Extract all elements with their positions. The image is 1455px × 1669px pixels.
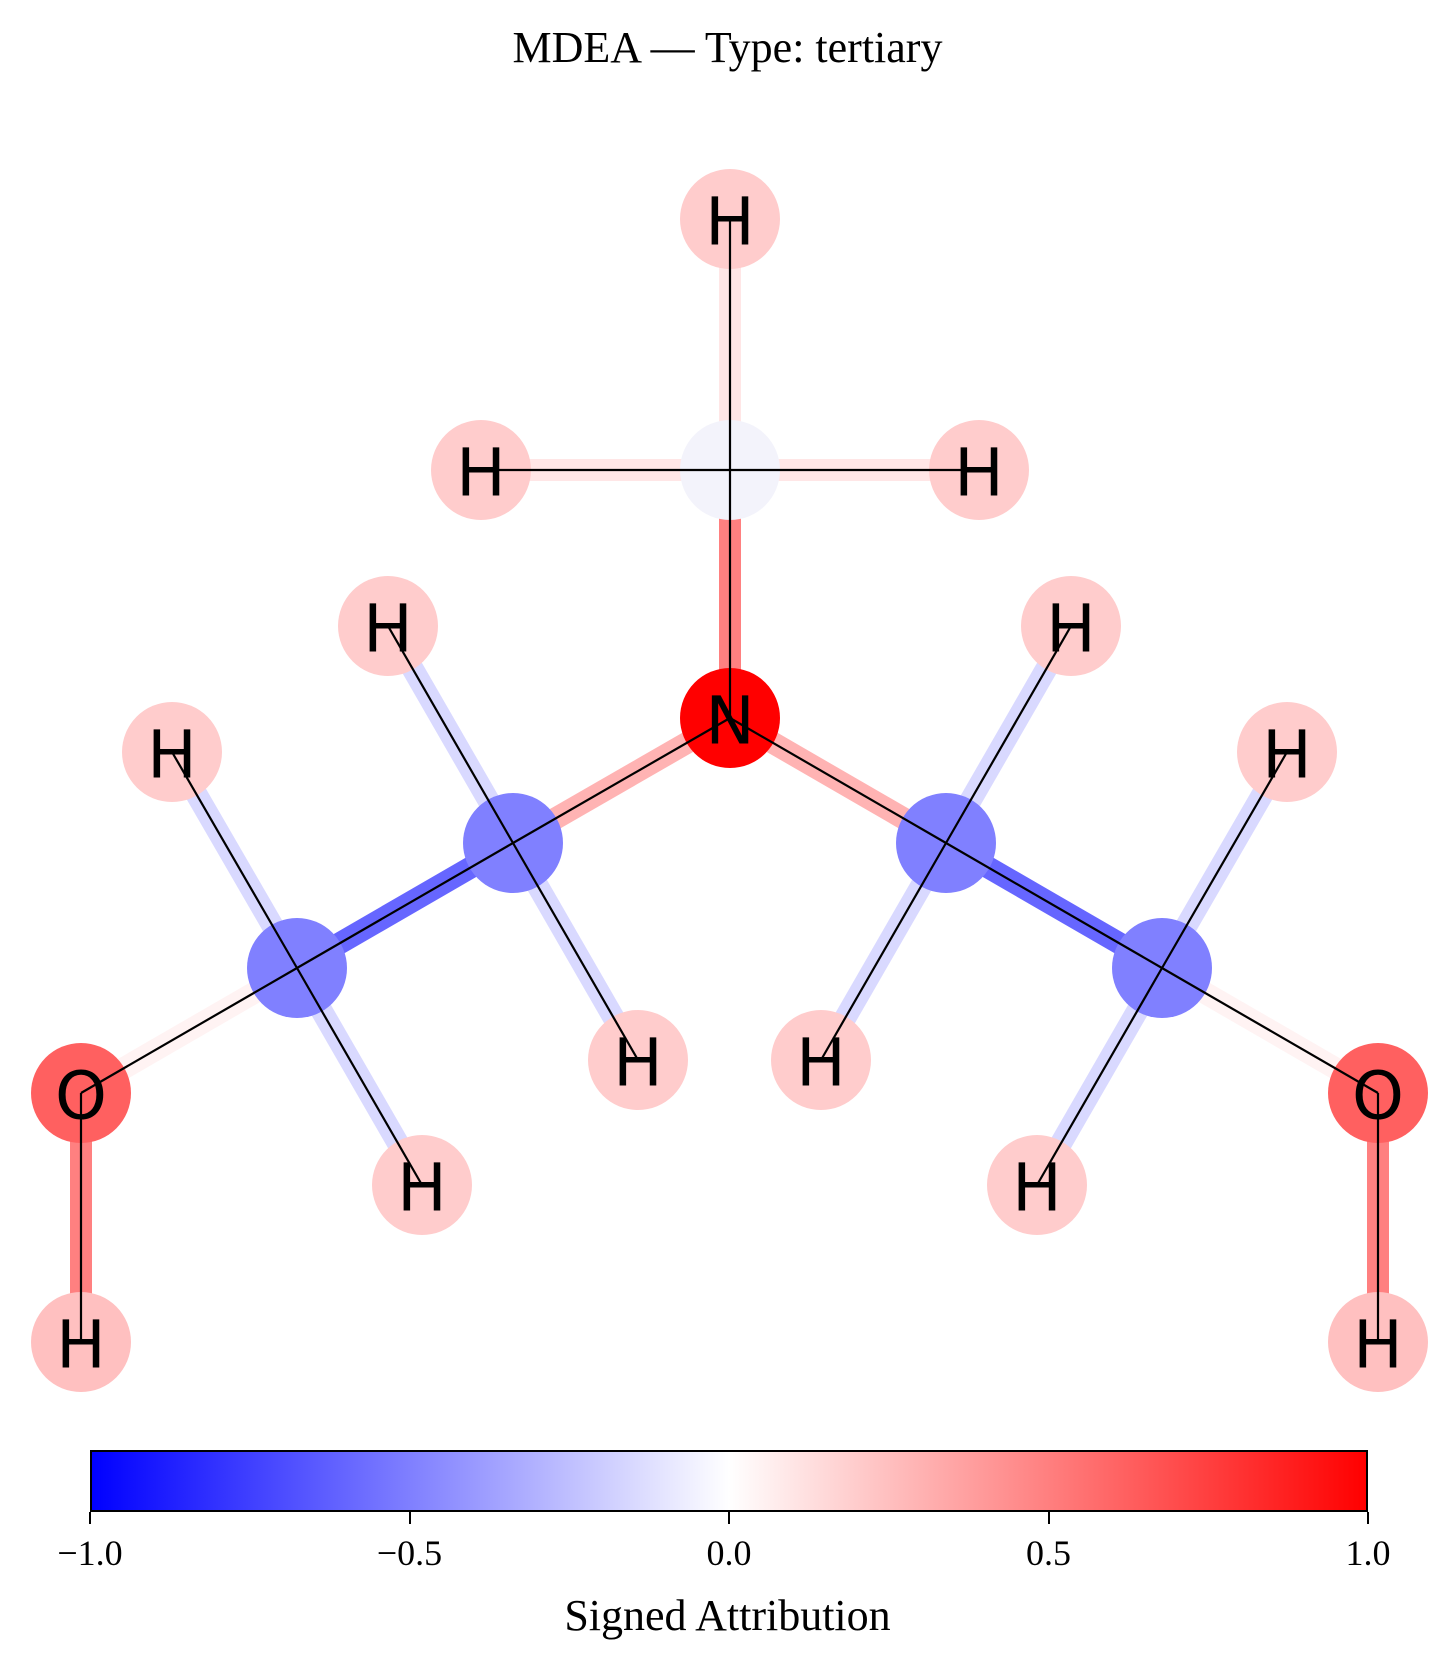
atom-label-N: N [705,683,754,760]
colorbar-tick-mark [1047,1512,1050,1524]
atom-label-H_O_right: H [1353,1307,1403,1384]
bond-line-C_right_2-H_right_down_2 [1036,967,1163,1186]
bond-line-C_left_2-H_left_up_2 [171,751,298,969]
bond-line-C_left_2-O_left [80,967,298,1094]
bond-line-C_left_1-H_left_up_1 [387,625,514,844]
bond-line-C_left_2-H_left_down_2 [296,967,423,1186]
colorbar-label: Signed Attribution [564,1591,891,1640]
colorbar-tick-mark [728,1512,730,1524]
bond-line-layer [79,219,1380,1342]
bond-line-C_right_1-C_right_2 [945,842,1163,969]
atom-label-H_right_down_1: H [796,1025,846,1102]
bond-line-C_right_2-O_right [1161,967,1379,1094]
chart-title: MDEA — Type: tertiary [512,23,943,72]
bond-line-N-C_right_1 [729,717,947,844]
atom-label-H_methyl_right: H [954,435,1004,512]
atom-label-H_left_down_1: H [613,1025,663,1102]
bond-line-C_left_1-H_left_down_1 [512,842,639,1061]
molecule-graph: H H H N H H H H H H H H O O H H [31,169,1428,1392]
bond-line-C_right_1-H_right_up_1 [945,625,1072,844]
atom-label-H_right_up_1: H [1046,591,1096,668]
bond-line-N-C_left_1 [512,717,731,844]
colorbar-tick-mark [89,1512,91,1524]
bond-line-C_right_2-H_right_up_2 [1161,751,1288,969]
colorbar [90,1450,1368,1512]
colorbar-tick-label: 0.5 [1026,1533,1071,1573]
bond-line-C_left_1-C_left_2 [296,842,514,969]
colorbar-tick-label: −0.5 [376,1533,443,1573]
atom-label-H_left_up_2: H [147,717,197,794]
atom-label-O_left: O [55,1058,107,1135]
colorbar-tick-mark [1367,1512,1369,1524]
atom-label-H_right_down_2: H [1012,1150,1062,1227]
atom-label-layer: H H H N H H H H H H H H O O H H [55,184,1404,1384]
atom-label-H_top: H [705,184,755,261]
colorbar-tick-mark [408,1512,411,1524]
colorbar-tick-label: 1.0 [1345,1533,1391,1573]
atom-label-O_right: O [1352,1058,1404,1135]
bond-line-C_right_1-H_right_down_1 [820,842,947,1061]
colorbar-tick-label: −1.0 [57,1533,123,1573]
atom-label-H_left_down_2: H [397,1150,447,1227]
colorbar-tick-label: 0.0 [706,1533,752,1573]
atom-label-H_methyl_left: H [456,435,506,512]
atom-label-H_O_left: H [56,1307,106,1384]
atom-label-H_left_up_1: H [363,591,413,668]
atom-label-H_right_up_2: H [1262,717,1312,794]
